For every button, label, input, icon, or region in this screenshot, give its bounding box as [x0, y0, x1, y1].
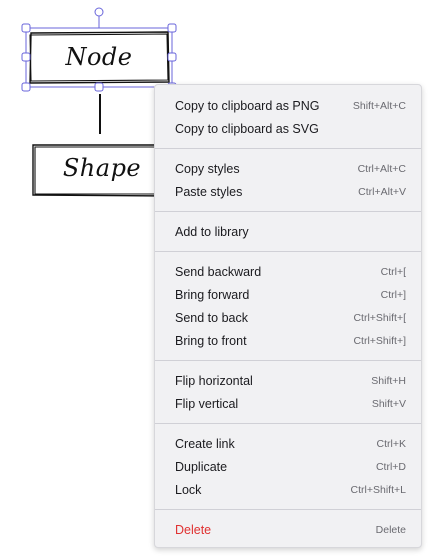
menu-item-label: Copy to clipboard as PNG	[175, 98, 320, 113]
menu-item-shortcut: Ctrl+Alt+C	[357, 162, 406, 175]
menu-item-label: Create link	[175, 436, 235, 451]
menu-item-shortcut: Ctrl+Shift+[	[353, 311, 406, 324]
menu-separator	[155, 211, 421, 212]
menu-separator	[155, 423, 421, 424]
menu-item-label: Bring forward	[175, 287, 250, 302]
menu-separator	[155, 360, 421, 361]
menu-item-shortcut: Ctrl+K	[376, 437, 406, 450]
menu-item-shortcut: Delete	[375, 523, 406, 536]
menu-item-lock[interactable]: Lock Ctrl+Shift+L	[155, 478, 421, 501]
menu-item-shortcut: Ctrl+Alt+V	[358, 185, 406, 198]
menu-item-shortcut: Shift+Alt+C	[352, 99, 406, 112]
resize-handle-nw[interactable]	[21, 23, 31, 33]
menu-item-label: Duplicate	[175, 459, 228, 474]
menu-item-bring-forward[interactable]: Bring forward Ctrl+]	[155, 283, 421, 306]
menu-item-flip-horizontal[interactable]: Flip horizontal Shift+H	[155, 369, 421, 392]
menu-item-label: Copy to clipboard as SVG	[175, 121, 319, 136]
menu-item-delete[interactable]: Delete Delete	[155, 518, 421, 541]
shape-label: Shape	[62, 154, 142, 182]
menu-separator	[155, 509, 421, 510]
menu-item-label: Paste styles	[175, 184, 243, 199]
menu-item-label: Add to library	[175, 224, 249, 239]
menu-item-flip-vertical[interactable]: Flip vertical Shift+V	[155, 392, 421, 415]
menu-item-paste-styles[interactable]: Paste styles Ctrl+Alt+V	[155, 180, 421, 203]
menu-item-bring-to-front[interactable]: Bring to front Ctrl+Shift+]	[155, 329, 421, 352]
menu-item-shortcut: Shift+H	[371, 374, 406, 387]
rotate-handle[interactable]	[94, 7, 104, 17]
resize-handle-ne[interactable]	[167, 23, 177, 33]
menu-item-duplicate[interactable]: Duplicate Ctrl+D	[155, 455, 421, 478]
menu-item-shortcut: Ctrl+Shift+L	[350, 483, 406, 496]
menu-item-label: Bring to front	[175, 333, 247, 348]
menu-item-label: Flip vertical	[175, 396, 239, 411]
menu-item-copy-to-clipboard-as-svg[interactable]: Copy to clipboard as SVG	[155, 117, 421, 140]
resize-handle-s[interactable]	[94, 82, 104, 92]
menu-item-send-to-back[interactable]: Send to back Ctrl+Shift+[	[155, 306, 421, 329]
menu-item-shortcut: Ctrl+Shift+]	[353, 334, 406, 347]
menu-item-add-to-library[interactable]: Add to library	[155, 220, 421, 243]
menu-item-shortcut: Ctrl+[	[380, 265, 406, 278]
menu-item-shortcut: Ctrl+]	[380, 288, 406, 301]
menu-item-label: Copy styles	[175, 161, 240, 176]
menu-separator	[155, 251, 421, 252]
menu-item-label: Send backward	[175, 264, 262, 279]
menu-item-shortcut: Shift+V	[371, 397, 406, 410]
menu-item-shortcut: Ctrl+D	[375, 460, 406, 473]
menu-item-label: Lock	[175, 482, 202, 497]
menu-item-copy-styles[interactable]: Copy styles Ctrl+Alt+C	[155, 157, 421, 180]
node-label: Node	[65, 43, 133, 71]
resize-handle-w[interactable]	[21, 52, 31, 62]
menu-item-create-link[interactable]: Create link Ctrl+K	[155, 432, 421, 455]
menu-item-copy-to-clipboard-as-png[interactable]: Copy to clipboard as PNG Shift+Alt+C	[155, 94, 421, 117]
menu-item-label: Send to back	[175, 310, 248, 325]
menu-item-label: Delete	[175, 522, 212, 537]
menu-item-label: Flip horizontal	[175, 373, 253, 388]
resize-handle-e[interactable]	[167, 52, 177, 62]
menu-separator	[155, 148, 421, 149]
menu-item-send-backward[interactable]: Send backward Ctrl+[	[155, 260, 421, 283]
node-shape[interactable]	[29, 31, 170, 84]
resize-handle-sw[interactable]	[21, 82, 31, 92]
